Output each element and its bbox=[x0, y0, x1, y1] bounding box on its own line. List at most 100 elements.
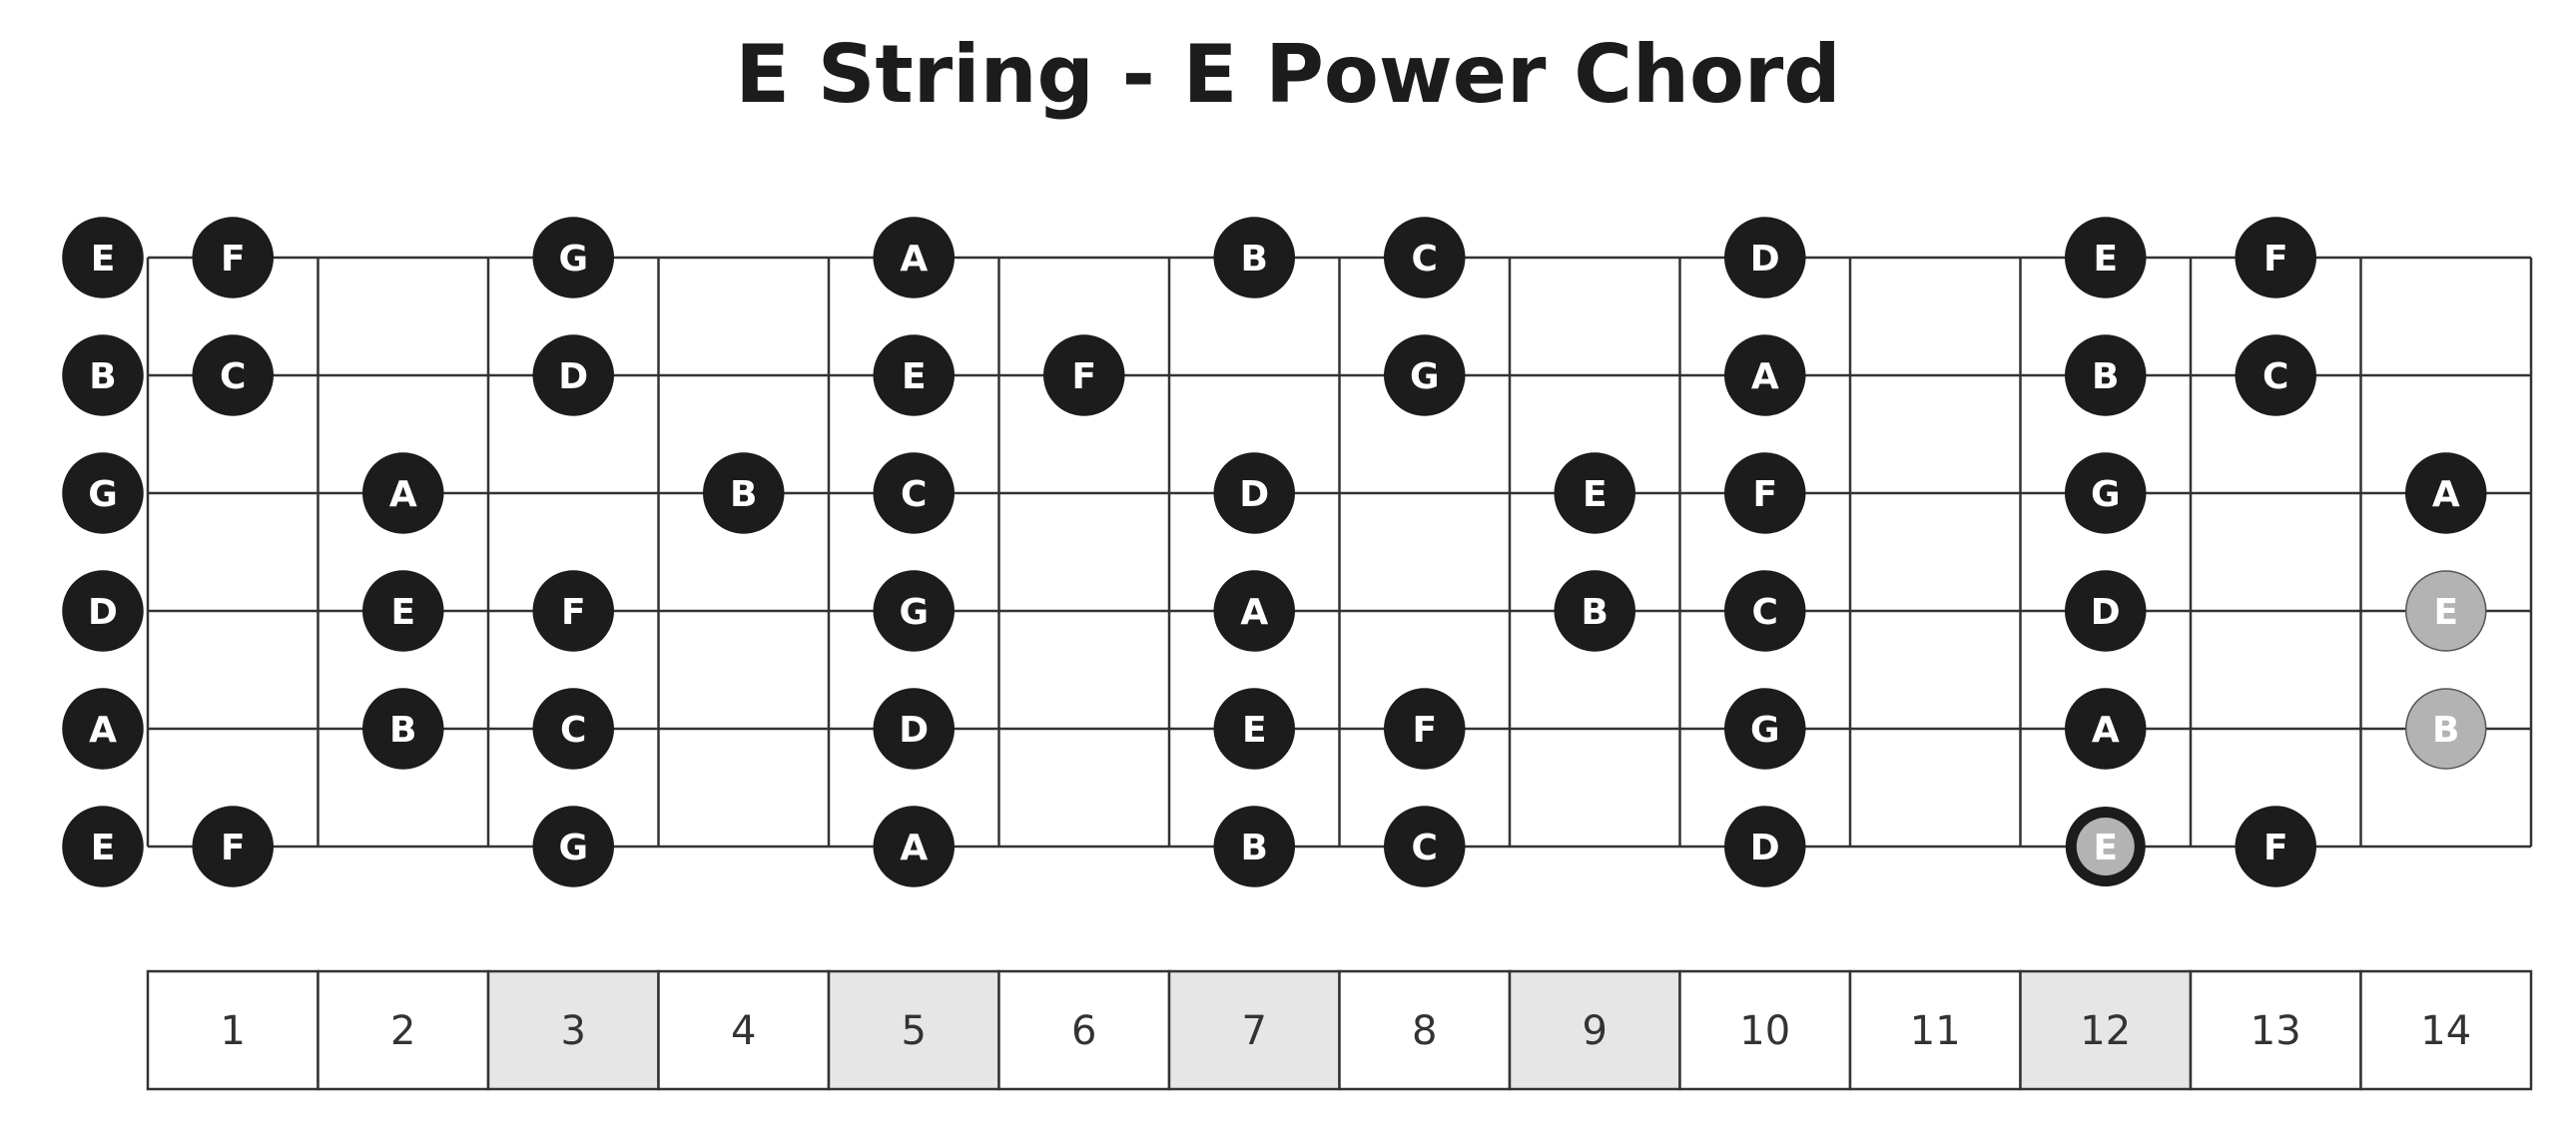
note-label: C bbox=[1752, 592, 1778, 633]
note-label: F bbox=[221, 239, 246, 280]
fret-number-label: 11 bbox=[1910, 1008, 1961, 1054]
note-circle bbox=[2405, 688, 2487, 770]
fret-number-label: 4 bbox=[731, 1008, 756, 1054]
note-marker: E bbox=[1554, 452, 1635, 534]
note-marker: B bbox=[2065, 334, 2147, 416]
note-marker: E bbox=[62, 806, 144, 887]
note-label: A bbox=[2092, 710, 2120, 751]
fret-number-cell bbox=[1848, 969, 2022, 1091]
note-label: B bbox=[1241, 239, 1268, 280]
note-label: G bbox=[88, 474, 118, 515]
note-marker: A bbox=[873, 217, 955, 298]
note-label: G bbox=[1750, 710, 1780, 751]
note-marker: D bbox=[873, 688, 955, 770]
note-circle bbox=[2065, 688, 2147, 770]
note-marker: E bbox=[2405, 570, 2487, 652]
note-circle bbox=[1554, 570, 1635, 652]
note-circle bbox=[532, 334, 614, 416]
note-label: F bbox=[1752, 474, 1777, 515]
note-label: E bbox=[2433, 592, 2458, 633]
note-marker: E bbox=[362, 570, 444, 652]
note-circle bbox=[1384, 217, 1466, 298]
note-marker: C bbox=[1384, 217, 1466, 298]
fret-number-label: 2 bbox=[390, 1008, 415, 1054]
note-circle bbox=[703, 452, 785, 534]
note-circle bbox=[873, 806, 955, 887]
note-circle bbox=[1213, 570, 1295, 652]
note-label: G bbox=[899, 592, 929, 633]
note-label: F bbox=[2263, 239, 2288, 280]
fret-number-label: 13 bbox=[2251, 1008, 2301, 1054]
note-label: A bbox=[389, 474, 417, 515]
note-marker: A bbox=[2405, 452, 2487, 534]
note-marker: D bbox=[62, 570, 144, 652]
note-label: G bbox=[1410, 356, 1440, 397]
note-marker: C bbox=[1724, 570, 1806, 652]
note-marker: E bbox=[1213, 688, 1295, 770]
note-marker: A bbox=[362, 452, 444, 534]
note-label: B bbox=[89, 356, 116, 397]
fret-number-cell bbox=[1678, 969, 1852, 1091]
note-label: E bbox=[390, 592, 415, 633]
note-circle bbox=[362, 688, 444, 770]
note-circle bbox=[192, 217, 274, 298]
fret-number-cell bbox=[827, 969, 1000, 1091]
note-label: C bbox=[2262, 356, 2288, 397]
note-marker: B bbox=[1213, 806, 1295, 887]
note-label: B bbox=[2432, 710, 2459, 751]
fret-number-cell bbox=[2019, 969, 2193, 1091]
note-circle bbox=[362, 570, 444, 652]
note-marker: F bbox=[1724, 452, 1806, 534]
note-marker: F bbox=[1384, 688, 1466, 770]
note-label: C bbox=[220, 356, 246, 397]
note-circle bbox=[1724, 452, 1806, 534]
diagram-title: E String - E Power Chord bbox=[735, 28, 1841, 121]
note-label: D bbox=[2091, 592, 2121, 633]
fret-number-cell bbox=[657, 969, 831, 1091]
fret-number-cell bbox=[486, 969, 660, 1091]
note-marker: A bbox=[62, 688, 144, 770]
note-marker: G bbox=[62, 452, 144, 534]
note-label: A bbox=[89, 710, 117, 751]
note-marker: B bbox=[2405, 688, 2487, 770]
note-label: C bbox=[1412, 239, 1438, 280]
note-marker: B bbox=[1213, 217, 1295, 298]
note-circle bbox=[873, 688, 955, 770]
note-marker: B bbox=[62, 334, 144, 416]
note-circle bbox=[1724, 334, 1806, 416]
note-label: G bbox=[2091, 474, 2121, 515]
note-circle bbox=[2065, 570, 2147, 652]
note-label: D bbox=[1750, 239, 1780, 280]
note-circle bbox=[1384, 688, 1466, 770]
note-label: C bbox=[901, 474, 927, 515]
note-marker: E bbox=[2065, 807, 2146, 886]
note-marker: D bbox=[1724, 217, 1806, 298]
note-circle bbox=[62, 570, 144, 652]
note-marker: F bbox=[192, 217, 274, 298]
note-circle bbox=[1384, 334, 1466, 416]
note-label: B bbox=[1582, 592, 1609, 633]
note-marker: C bbox=[873, 452, 955, 534]
note-circle bbox=[1384, 806, 1466, 887]
note-circle bbox=[62, 806, 144, 887]
note-circle bbox=[873, 452, 955, 534]
note-marker: A bbox=[2065, 688, 2147, 770]
note-marker: D bbox=[2065, 570, 2147, 652]
note-label: D bbox=[899, 710, 929, 751]
note-label: F bbox=[2263, 828, 2288, 868]
note-label: E bbox=[1242, 710, 1267, 751]
note-circle bbox=[1213, 452, 1295, 534]
fret-number-label: 14 bbox=[2420, 1008, 2471, 1054]
note-circle bbox=[1213, 806, 1295, 887]
note-circle bbox=[1724, 217, 1806, 298]
note-label: F bbox=[1412, 710, 1437, 751]
note-circle bbox=[1213, 217, 1295, 298]
note-marker: G bbox=[1384, 334, 1466, 416]
note-circle bbox=[62, 217, 144, 298]
fret-number-cell bbox=[997, 969, 1171, 1091]
note-marker: F bbox=[1043, 334, 1125, 416]
note-label: E bbox=[91, 239, 116, 280]
